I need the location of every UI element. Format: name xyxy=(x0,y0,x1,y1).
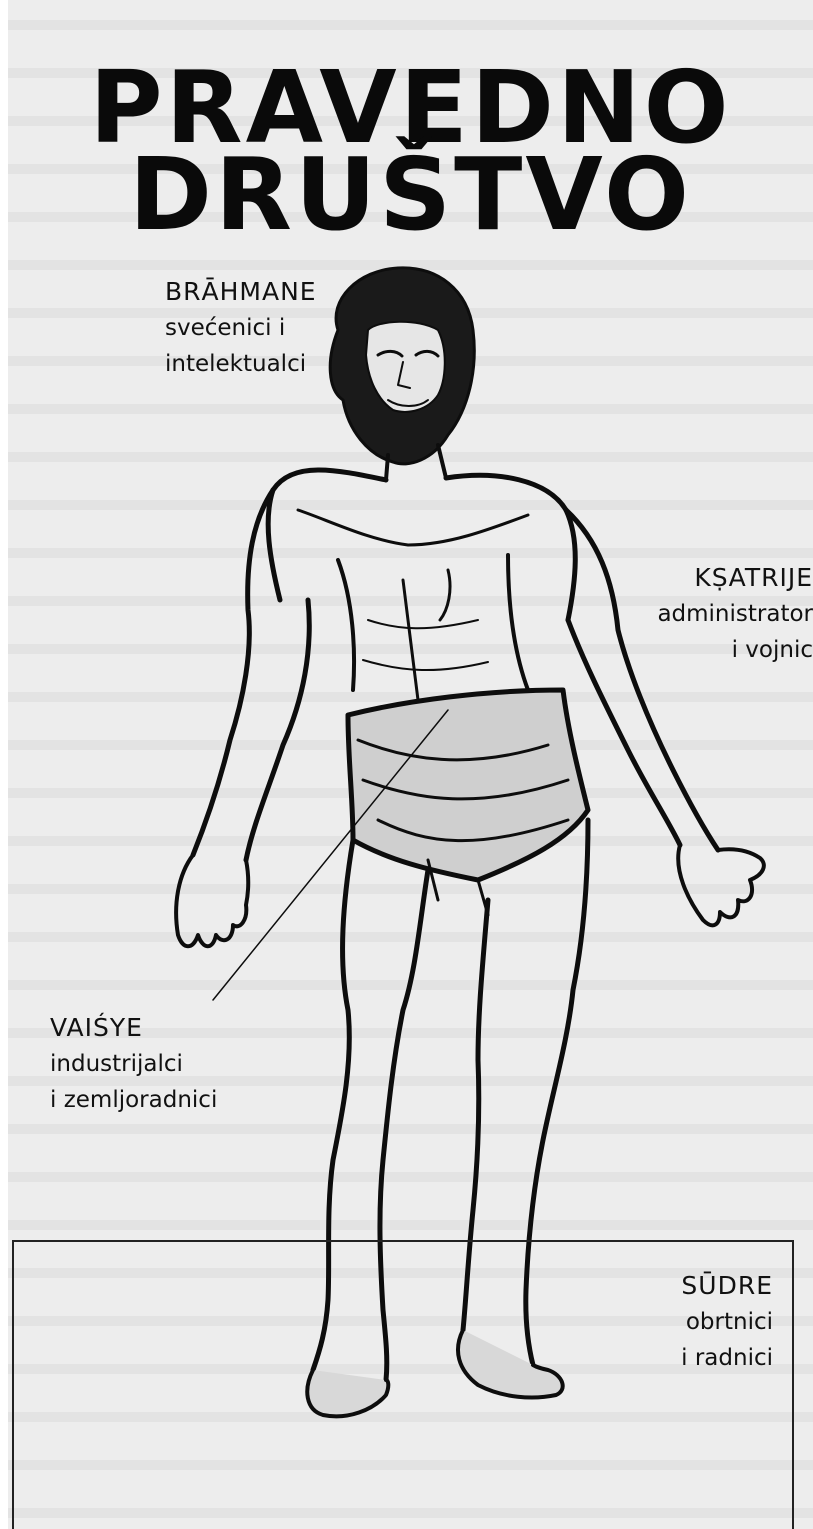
brahmane-desc-1: svećenici i xyxy=(165,310,317,346)
brahmane-name: BRĀHMANE xyxy=(165,274,317,310)
figure-left-arm xyxy=(193,490,273,855)
figure-left-hand xyxy=(176,855,248,946)
figure-right-hand xyxy=(678,845,764,925)
sudre-desc-2: i radnici xyxy=(681,1340,773,1376)
label-sudre: SŪDRE obrtnici i radnici xyxy=(681,1268,773,1376)
label-vaisye: VAIŚYE industrijalci i zemljoradnici xyxy=(50,1010,217,1118)
brahmane-desc-2: intelektualci xyxy=(165,346,317,382)
vaisye-desc-2: i zemljoradnici xyxy=(50,1082,217,1118)
vaisye-name: VAIŚYE xyxy=(50,1010,217,1046)
ksatrije-desc-1: administrator xyxy=(657,596,813,632)
ksatrije-desc-2: i vojnic xyxy=(657,632,813,668)
scanned-page: PRAVEDNO DRUŠTVO xyxy=(8,0,813,1529)
vaisye-desc-1: industrijalci xyxy=(50,1046,217,1082)
label-brahmane: BRĀHMANE svećenici i intelektualci xyxy=(165,274,317,382)
label-ksatrije: KṢATRIJE administrator i vojnic xyxy=(657,560,813,668)
sudre-name: SŪDRE xyxy=(681,1268,773,1304)
ksatrije-name: KṢATRIJE xyxy=(657,560,813,596)
ground-frame xyxy=(12,1240,794,1529)
sudre-desc-1: obrtnici xyxy=(681,1304,773,1340)
